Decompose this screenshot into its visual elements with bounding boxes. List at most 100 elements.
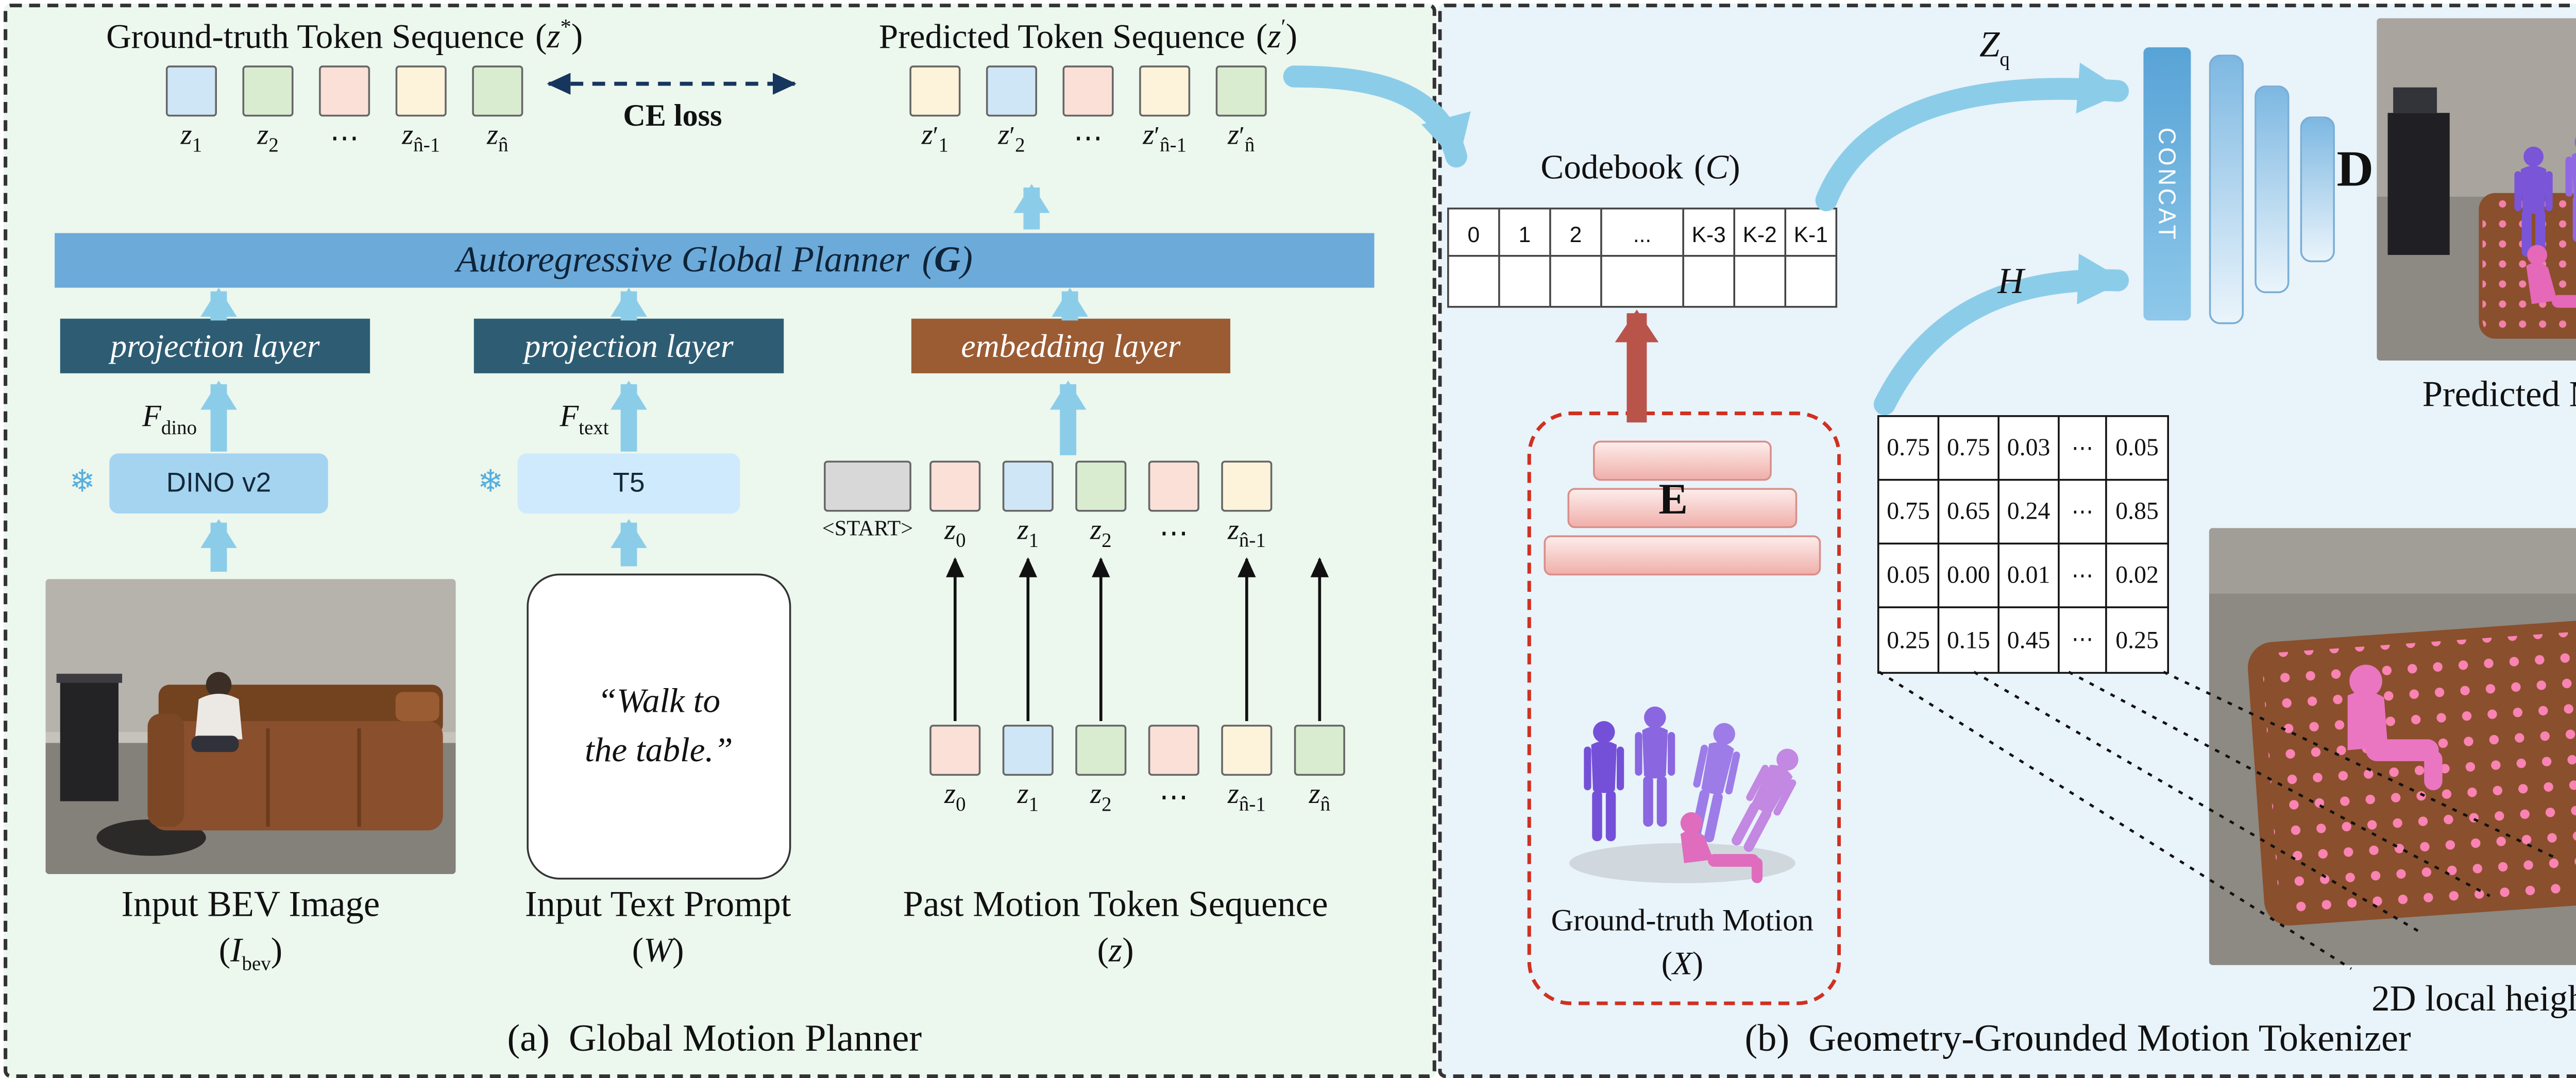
codebook-row-bottom: [1447, 254, 1838, 308]
ground-truth-dashed-box: [1527, 412, 1841, 1005]
prompt-text-line1: “Walk to: [597, 682, 721, 722]
token: z′1: [897, 65, 974, 160]
ce-loss-label: CE loss: [623, 98, 722, 133]
heightmap-caption: 2D local heightmap: [2371, 980, 2576, 1020]
token-label: z2: [1090, 515, 1112, 552]
token-label: zn̂: [487, 120, 509, 157]
heightmap-cell: 0.05: [1879, 544, 1940, 608]
past-caption: Past Motion Token Sequence (z): [903, 885, 1328, 971]
t5-box: T5: [517, 453, 740, 514]
token-label: z0: [944, 515, 966, 552]
concat-bar: CONCAT: [2143, 47, 2191, 321]
codebook-cell: 0: [1447, 208, 1500, 261]
token-box: [1002, 725, 1054, 776]
gt-sequence-title: Ground-truth Token Sequence(z*): [106, 14, 583, 57]
token: zn̂-1: [1210, 725, 1283, 819]
decoder-label: D: [2336, 142, 2374, 199]
token: zn̂: [460, 65, 536, 160]
token-ellipsis: ⋯: [1138, 460, 1211, 555]
snowflake-icon: ❄: [477, 464, 504, 501]
heightmap-cell: 0.24: [1999, 481, 2060, 545]
heightmap-cell: ⋯: [2059, 544, 2107, 608]
token-label: ⋯: [330, 124, 359, 155]
f-dino-label: Fdino: [142, 399, 197, 440]
encoder-bar-1: [1593, 440, 1772, 481]
heightmap-cell: ⋯: [2060, 608, 2107, 672]
token-box: [1062, 65, 1114, 117]
token: z′n̂: [1203, 65, 1280, 160]
token: z2: [230, 65, 307, 160]
token: zn̂-1: [383, 65, 460, 160]
token: z1: [992, 725, 1065, 819]
gt-motion-caption: Ground-truth Motion (X): [1551, 903, 1814, 982]
heightmap-cell: 0.85: [2107, 481, 2167, 545]
token-label: z1: [1017, 515, 1039, 552]
token-box: [1075, 460, 1127, 512]
codebook-cell: [1682, 254, 1735, 308]
token-box: [1215, 65, 1267, 117]
prompt-caption: Input Text Prompt (W): [524, 885, 791, 971]
heightmap-cell: 0.03: [1999, 417, 2060, 481]
token-label: ⋯: [1073, 124, 1103, 155]
token-label: zn̂-1: [402, 120, 440, 157]
bev-caption: Input BEV Image (Ibev): [121, 885, 380, 976]
token-box: [929, 460, 981, 512]
embedding-layer: embedding layer: [911, 318, 1231, 373]
token-box: [242, 65, 294, 117]
heightmap-cell: 0.75: [1879, 417, 1940, 481]
token: <START>: [817, 460, 919, 555]
heightmap-cell: 0.65: [1939, 481, 1999, 545]
token-box: [986, 65, 1038, 117]
token-ellipsis: ⋯: [1138, 725, 1211, 819]
codebook-cell: 1: [1498, 208, 1551, 261]
token-box: [1002, 460, 1054, 512]
token-label: ⋯: [1159, 783, 1189, 814]
token: z1: [153, 65, 230, 160]
codebook-cell: K-3: [1682, 208, 1735, 261]
decoder-bar-1: [2209, 55, 2244, 324]
panel-global-motion-planner: [4, 4, 1436, 1078]
predicted-motion-caption: Predicted Motion(X̂): [2422, 375, 2576, 416]
prompt-box: “Walk to the table.”: [527, 573, 791, 880]
codebook-cell: [1733, 254, 1787, 308]
codebook-cell: [1447, 254, 1500, 308]
token-label: z′1: [921, 120, 949, 157]
token-label: z1: [1017, 779, 1039, 816]
f-text-label: Ftext: [560, 399, 609, 440]
token-label: z0: [944, 779, 966, 816]
codebook-title: Codebook(C): [1540, 149, 1740, 188]
codebook-cell: ...: [1600, 208, 1684, 261]
token-box: [319, 65, 370, 117]
codebook-cell: [1600, 254, 1684, 308]
token-box: [1139, 65, 1191, 117]
heightmap-cell: ⋯: [2059, 417, 2107, 481]
token-box: [1075, 725, 1127, 776]
predicted-motion-illustration: [2377, 18, 2576, 361]
heightmap-cell: 0.45: [1999, 608, 2060, 672]
encoder-label: E: [1658, 477, 1688, 525]
codebook-cell: K-1: [1784, 208, 1838, 261]
heightmap-cell: 0.15: [1939, 608, 1999, 672]
panel-a-title: (a) Global Motion Planner: [507, 1016, 922, 1060]
codebook-cell: K-2: [1733, 208, 1787, 261]
planner-bar: Autoregressive Global Planner(G): [55, 233, 1375, 288]
token: zn̂: [1283, 725, 1357, 819]
token: zn̂-1: [1210, 460, 1283, 555]
token-box: [929, 725, 981, 776]
bev-image-illustration: [45, 579, 456, 875]
heightmap-cell: 0.05: [2107, 417, 2167, 481]
token-box: [824, 460, 911, 512]
token-box: [395, 65, 447, 117]
codebook-cell: 2: [1549, 208, 1602, 261]
codebook-cell: [1549, 254, 1602, 308]
token-label: z′n̂: [1228, 120, 1255, 157]
token: z0: [919, 460, 992, 555]
heightmap-cell: 0.25: [1879, 608, 1940, 672]
token-box: [1221, 460, 1273, 512]
token: z′n̂-1: [1126, 65, 1203, 160]
h-label: H: [1997, 262, 2024, 302]
